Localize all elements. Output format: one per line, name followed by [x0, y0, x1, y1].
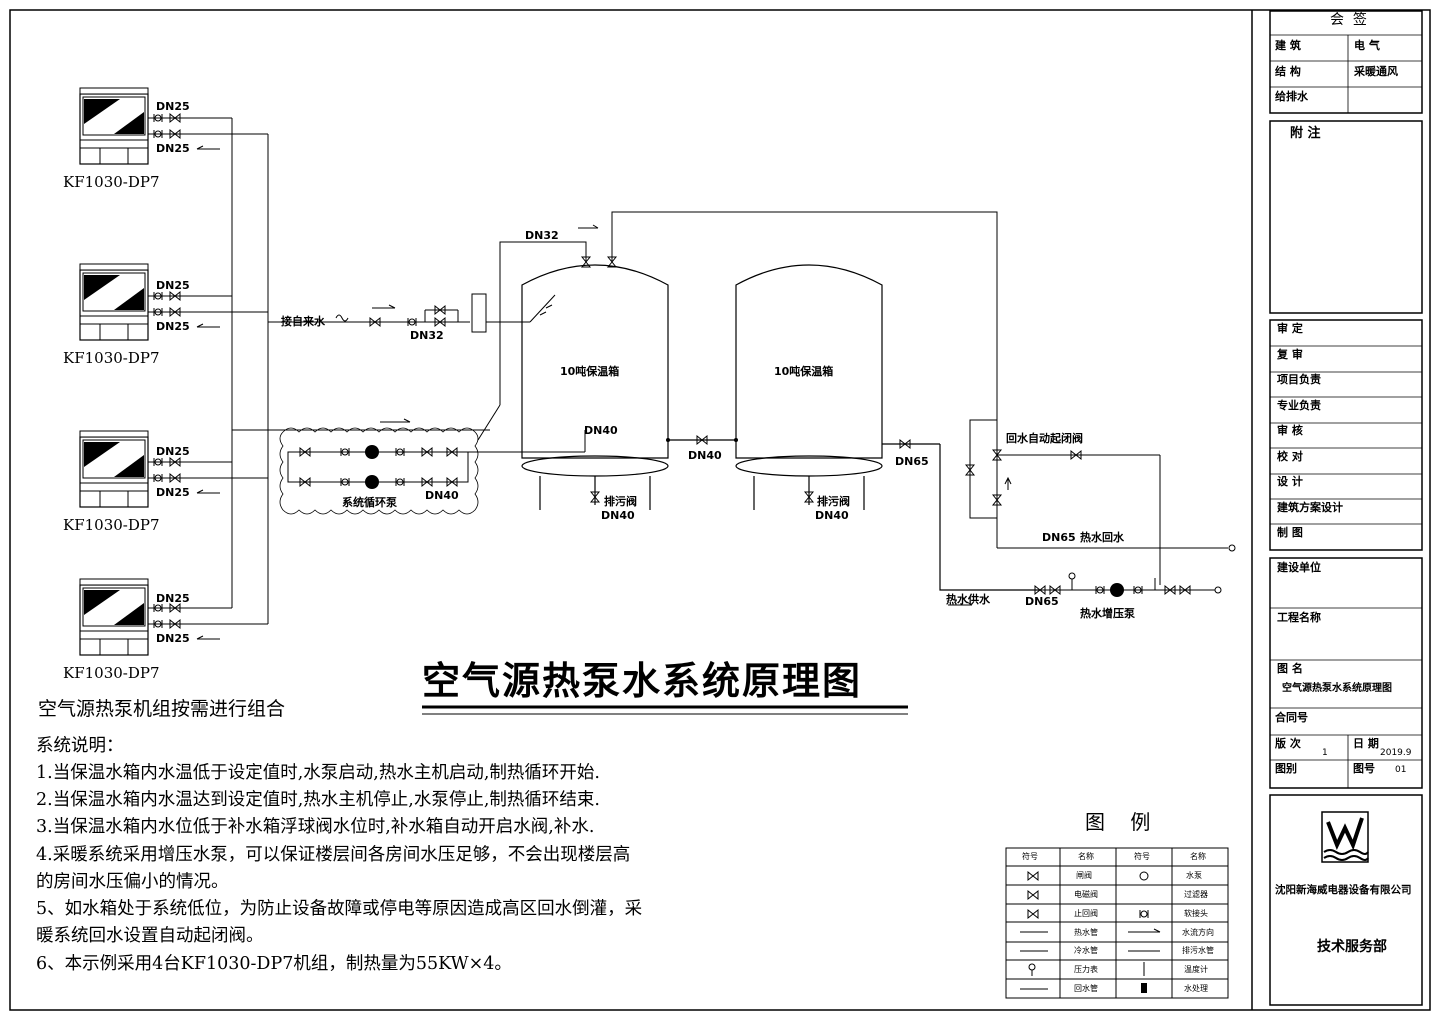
- legend-item: 压力表: [1074, 965, 1098, 974]
- legend-item: 回水管: [1074, 984, 1098, 993]
- unit1-pipe-top-label: DN25: [156, 100, 190, 113]
- legend-item: 排污水管: [1182, 946, 1214, 955]
- role-label: 专业负责: [1277, 399, 1321, 412]
- role-label: 设 计: [1277, 475, 1303, 488]
- drawing-name-label: 图 名: [1277, 662, 1303, 675]
- department-name: 技术服务部: [1317, 939, 1387, 955]
- legend-header: 名称: [1078, 852, 1094, 861]
- legend-item: 软接头: [1184, 909, 1208, 918]
- role-label: 校 对: [1277, 450, 1303, 463]
- legend-item: 水泵: [1186, 871, 1202, 880]
- note-line: 暖系统回水设置自动起闭阀。: [36, 926, 264, 946]
- tank2-label: 10吨保温箱: [774, 365, 834, 378]
- legend-item: 止回阀: [1074, 909, 1098, 918]
- drain1-dn-label: DN40: [601, 509, 635, 522]
- drain1-label: 排污阀: [604, 495, 637, 508]
- unit2-model-label: KF1030-DP7: [63, 349, 160, 367]
- drain2-dn-label: DN40: [815, 509, 849, 522]
- role-label: 审 定: [1277, 322, 1303, 335]
- return-dn-label: DN65: [1042, 531, 1076, 544]
- legend-item: 水流方向: [1182, 928, 1214, 937]
- legend-header: 名称: [1190, 852, 1206, 861]
- number-value: 01: [1395, 765, 1407, 775]
- discipline-label: 电 气: [1354, 39, 1380, 52]
- role-label: 审 核: [1277, 424, 1303, 437]
- unit1-pipe-bottom-label: DN25: [156, 142, 190, 155]
- countersign-heading: 会 签: [1330, 12, 1367, 28]
- type-label: 图别: [1275, 762, 1297, 775]
- unit4-pipe-top-label: DN25: [156, 592, 190, 605]
- return-valve-label: 回水自动起闭阀: [1006, 432, 1083, 445]
- supply-dn-label: DN65: [1025, 595, 1059, 608]
- unit3-pipe-bottom-label: DN25: [156, 486, 190, 499]
- unit2-pipe-top-label: DN25: [156, 279, 190, 292]
- discipline-label: 结 构: [1275, 65, 1301, 78]
- legend-item: 温度计: [1184, 965, 1208, 974]
- drawing-name-value: 空气源热泵水系统原理图: [1282, 683, 1392, 694]
- tap-water-label: 接自来水: [281, 315, 325, 328]
- date-value: 2019.9: [1380, 748, 1412, 758]
- edition-value: 1: [1322, 748, 1328, 758]
- legend-item: 电磁阀: [1074, 890, 1098, 899]
- tap-water-dn-label: DN32: [410, 329, 444, 342]
- note-line: 1.当保温水箱内水温低于设定值时,水泵启动,热水主机启动,制热循环开始.: [36, 763, 600, 783]
- legend-item: 冷水管: [1074, 946, 1098, 955]
- number-label: 图号: [1353, 762, 1375, 775]
- drain2-label: 排污阀: [817, 495, 850, 508]
- legend-header: 符号: [1022, 852, 1038, 861]
- role-label: 项目负责: [1277, 373, 1321, 386]
- note-line: 6、本示例采用4台KF1030-DP7机组，制热量为55KW×4。: [36, 954, 512, 974]
- role-label: 复 审: [1277, 348, 1303, 361]
- supply-line-label: 热水供水: [946, 593, 990, 606]
- company-logo: [1321, 811, 1369, 863]
- edition-label: 版 次: [1275, 737, 1301, 750]
- legend-header: 符号: [1134, 852, 1150, 861]
- unit4-model-label: KF1030-DP7: [63, 664, 160, 682]
- pump-group-label: 系统循环泵: [342, 496, 397, 509]
- discipline-label: 建 筑: [1275, 39, 1301, 52]
- tank-link-dn-label: DN40: [688, 449, 722, 462]
- legend-title: 图 例: [1085, 810, 1151, 834]
- note-line: 2.当保温水箱内水温达到设定值时,热水主机停止,水泵停止,制热循环结束.: [36, 790, 600, 810]
- role-label: 建筑方案设计: [1277, 501, 1343, 514]
- note-line: 的房间水压偏小的情况。: [36, 872, 229, 892]
- unit3-model-label: KF1030-DP7: [63, 516, 160, 534]
- return-line-label: 热水回水: [1080, 531, 1124, 544]
- client-label: 建设单位: [1277, 561, 1321, 574]
- drawing-title: 空气源热泵水系统原理图: [422, 658, 863, 703]
- legend-item: 闸阀: [1076, 871, 1092, 880]
- contract-label: 合同号: [1275, 711, 1308, 724]
- note-line: 3.当保温水箱内水位低于补水箱浮球阀水位时,补水箱自动开启水阀,补水.: [36, 817, 595, 837]
- unit2-pipe-bottom-label: DN25: [156, 320, 190, 333]
- note-line: 5、如水箱处于系统低位，为防止设备故障或停电等原因造成高区回水倒灌，采: [36, 899, 643, 919]
- unit3-pipe-top-label: DN25: [156, 445, 190, 458]
- outlet-dn-label: DN65: [895, 455, 929, 468]
- discipline-label: 采暖通风: [1354, 65, 1398, 78]
- company-name: 沈阳新海威电器设备有限公司: [1275, 884, 1412, 896]
- tank-inlet-dn-label: DN40: [584, 424, 618, 437]
- top-pipe-dn-label: DN32: [525, 229, 559, 242]
- legend-item: 水处理: [1184, 984, 1208, 993]
- note-line: 4.采暖系统采用增压水泵，可以保证楼层间各房间水压足够，不会出现楼层高: [36, 845, 631, 865]
- notes-box-label: 附 注: [1290, 126, 1321, 141]
- legend-item: 热水管: [1074, 928, 1098, 937]
- pump-dn-label: DN40: [425, 489, 459, 502]
- discipline-label: 给排水: [1275, 90, 1308, 103]
- role-label: 制 图: [1277, 526, 1303, 539]
- drawing-subtitle: 空气源热泵机组按需进行组合: [38, 698, 286, 720]
- tank1-label: 10吨保温箱: [560, 365, 620, 378]
- project-label: 工程名称: [1277, 611, 1321, 624]
- legend-item: 过滤器: [1184, 890, 1208, 899]
- date-label: 日 期: [1353, 737, 1379, 750]
- unit4-pipe-bottom-label: DN25: [156, 632, 190, 645]
- booster-pump-label: 热水增压泵: [1080, 607, 1135, 620]
- notes-heading: 系统说明：: [36, 736, 124, 756]
- unit1-model-label: KF1030-DP7: [63, 173, 160, 191]
